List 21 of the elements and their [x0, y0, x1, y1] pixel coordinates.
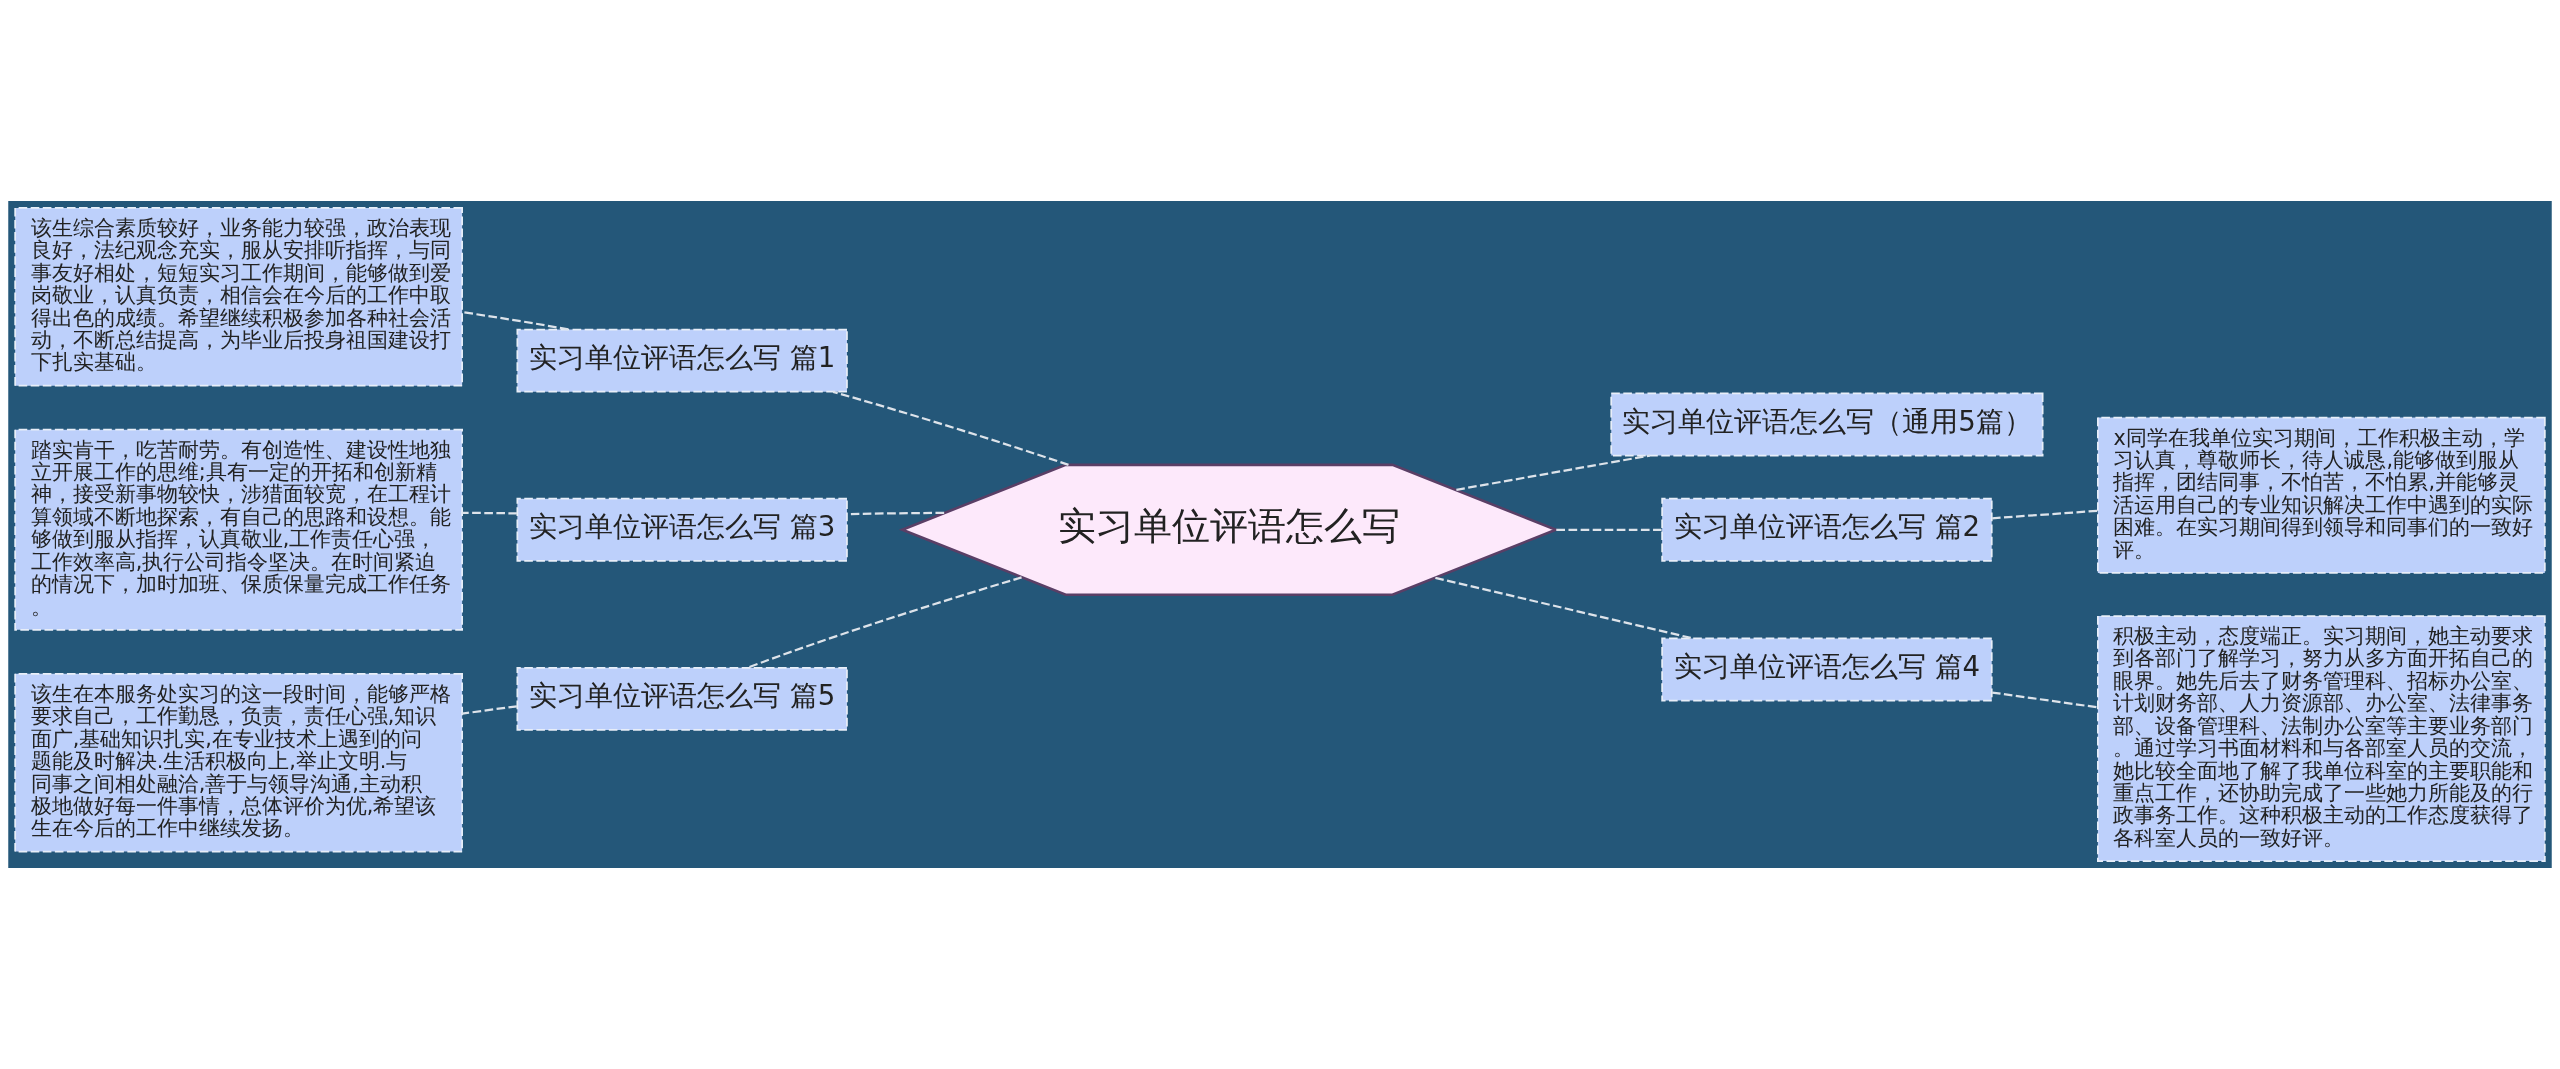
connector	[462, 311, 569, 331]
node-box: 踏实肯干，吃苦耐劳。有创造性、建设性地独立开展工作的思维;具有一定的开拓和创新精神，接受新事物较快，涉猎面较宽，在工程计算领域不断地探索，有自己的思路和设想。能够做到服从指挥，认真敬业,工作责任心强，工作效率高,执行公司指令坚决。在时间紧迫的情况下，加时加班、保质保量完成工作任务。	[14, 428, 463, 631]
node-box: 实习单位评语怎么写 篇3	[516, 497, 848, 562]
connector	[1992, 691, 2099, 709]
node-box: 该生综合素质较好，业务能力较强，政治表现良好，法纪观念充实，服从安排听指挥，与同事友好相处，短短实习工作期间，能够做到爱岗敬业，认真负责，相信会在今后的工作中取得出色的成绩。希望继续积极参加各种社会活动，不断总结提高，为毕业后投身祖国建设打下扎实基础。	[14, 207, 463, 387]
node-box: 实习单位评语怎么写 篇5	[516, 666, 848, 731]
connector	[1992, 509, 2098, 520]
connector	[1456, 454, 1650, 491]
connector	[462, 705, 518, 715]
connector	[462, 511, 517, 515]
node-box: 该生在本服务处实习的这一段时间，能够严格要求自己，工作勤恳，负责，责任心强,知识面广,基础知识扎实,在专业技术上遇到的问题能及时解决.生活积极向上,举止文明.与同事之间相处融洽,善于与领导沟通,主动积极地做好每一件事情，总体评价为优,希望该生在今后的工作中继续发扬。	[14, 673, 463, 853]
node-box: 实习单位评语怎么写（通用5篇）	[1610, 392, 2044, 457]
node-box: 实习单位评语怎么写 篇2	[1661, 497, 1993, 562]
node-box: 实习单位评语怎么写 篇1	[516, 328, 848, 393]
connector	[832, 390, 1069, 466]
connector	[1435, 576, 1694, 640]
node-box: x同学在我单位实习期间，工作积极主动，学习认真，尊敬师长，待人诚恳,能够做到服从指挥，团结同事，不怕苦，不怕累,并能够灵活运用自己的专业知识解决工作中遇到的实际困难。在实习期间得到领导和同事们的一致好评。	[2097, 416, 2546, 574]
connector	[1556, 528, 1662, 531]
node-box: 积极主动，态度端正。实习期间，她主动要求到各部门了解学习，努力从多方面开拓自己的眼界。她先后去了财务管理科、招标办公室、计划财务部、人力资源部、办公室、法律事务部、设备管理科、法制办公室等主要业务部门。通过学习书面材料和与各部室人员的交流，她比较全面地了解了我单位科室的主要职能和重点工作，还协助完成了一些她力所能及的行政事务工作。这种积极主动的工作态度获得了各科室人员的一致好评。	[2097, 615, 2546, 862]
connector	[747, 576, 1022, 669]
node-box: 实习单位评语怎么写 篇4	[1661, 637, 1993, 702]
